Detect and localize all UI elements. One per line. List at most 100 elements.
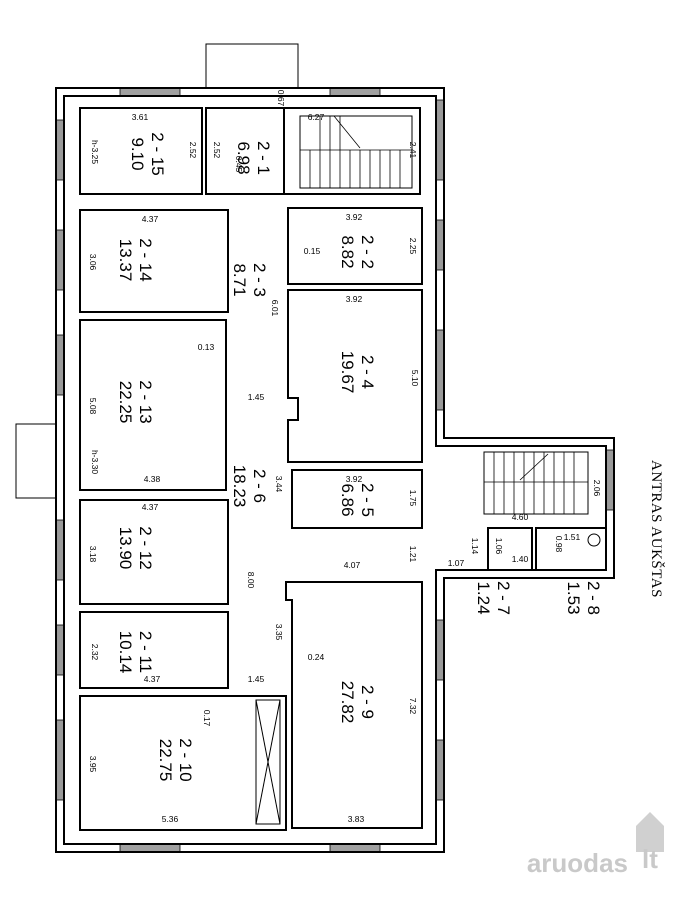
aruodas-watermark: aruodas lt [527, 812, 664, 878]
dimension: 1.21 [408, 546, 418, 563]
dimension: 5.10 [410, 370, 420, 387]
room-id: 2 - 11 [136, 631, 155, 673]
room-2-4: 2 - 4 19.67 [338, 351, 377, 394]
dimension: 0.15 [304, 246, 321, 256]
room-area: 8.71 [230, 263, 249, 296]
room-id: 2 - 8 [584, 581, 603, 615]
dimension: 3.92 [346, 294, 363, 304]
room-id: 2 - 15 [148, 132, 167, 175]
room-id: 2 - 1 [254, 141, 273, 175]
room-id: 2 - 6 [250, 469, 269, 503]
room-id: 2 - 9 [358, 685, 377, 719]
room-area: 13.90 [116, 527, 135, 570]
house-icon [636, 812, 664, 852]
dimension: 3.92 [346, 212, 363, 222]
dimension-labels: 3.61 2.52 h-3.25 2.52 0.45 6.27 0.67 2.4… [88, 90, 602, 824]
room-area: 27.82 [338, 681, 357, 724]
room-2-2: 2 - 2 8.82 [338, 235, 377, 269]
dimension: 8.00 [246, 572, 256, 589]
dimension: 1.75 [408, 490, 418, 507]
dimension: 2.52 [212, 142, 222, 159]
dimension: 4.37 [142, 502, 159, 512]
floor-title: ANTRAS AUKŠTAS [648, 460, 665, 598]
dimension: 0.45 [234, 156, 244, 173]
dimension: 7.32 [408, 698, 418, 715]
room-labels: 2 - 15 9.10 2 - 1 6.98 2 - 14 13.37 2 - … [116, 132, 603, 781]
room-area: 13.37 [116, 239, 135, 282]
room-area: 1.53 [564, 581, 583, 614]
dimension: 6.27 [308, 112, 325, 122]
dimension: 2.32 [90, 644, 100, 661]
dimension: 0.17 [202, 710, 212, 727]
dimension: 4.37 [144, 674, 161, 684]
dimension: 4.38 [144, 474, 161, 484]
room-2-10: 2 - 10 22.75 [156, 738, 195, 781]
room-id: 2 - 5 [358, 483, 377, 517]
room-2-14: 2 - 14 13.37 [116, 238, 155, 281]
room-2-15: 2 - 15 9.10 [128, 132, 167, 175]
dimension: 3.61 [132, 112, 149, 122]
room-id: 2 - 14 [136, 238, 155, 281]
room-id: 2 - 10 [176, 738, 195, 781]
room-2-1: 2 - 1 6.98 [234, 141, 273, 175]
room-id: 2 - 7 [494, 581, 513, 615]
room-2-7: 2 - 7 1.24 [474, 581, 513, 615]
dimension: 2.06 [592, 480, 602, 497]
dimension: 1.51 [564, 532, 581, 542]
outer-walls [15, 43, 615, 853]
dimension: 2.52 [188, 142, 198, 159]
dimension: 3.83 [348, 814, 365, 824]
interior-walls [79, 107, 607, 831]
dimension: 0.98 [554, 536, 564, 553]
room-id: 2 - 2 [358, 235, 377, 269]
room-2-5: 2 - 5 6.86 [338, 483, 377, 517]
dimension: 3.06 [88, 254, 98, 271]
dimension: 0.67 [276, 90, 286, 107]
dimension: 3.92 [346, 474, 363, 484]
dimension: 2.41 [408, 142, 418, 159]
room-id: 2 - 4 [358, 355, 377, 389]
room-id: 2 - 13 [136, 380, 155, 423]
dimension: 0.24 [308, 652, 325, 662]
room-2-13: 2 - 13 22.25 [116, 380, 155, 423]
dimension: 5.08 [88, 398, 98, 415]
room-2-6: 2 - 6 18.23 [230, 465, 269, 508]
room-area: 8.82 [338, 235, 357, 268]
dimension: 4.60 [512, 512, 529, 522]
dimension: 1.40 [512, 554, 529, 564]
dimension: 2.25 [408, 238, 418, 255]
dimension: 1.07 [448, 558, 465, 568]
dimension: 1.06 [494, 538, 504, 555]
dimension: 1.14 [470, 538, 480, 555]
room-2-12: 2 - 12 13.90 [116, 526, 155, 569]
dimension: 5.36 [162, 814, 179, 824]
room-area: 1.24 [474, 581, 493, 614]
room-2-11: 2 - 11 10.14 [116, 631, 155, 674]
room-area: 6.86 [338, 483, 357, 516]
dimension: h-3.25 [90, 140, 100, 164]
room-area: 22.25 [116, 381, 135, 424]
room-area: 9.10 [128, 137, 147, 170]
dimension: 1.45 [248, 674, 265, 684]
dimension: 4.37 [142, 214, 159, 224]
watermark-tld: lt [642, 844, 658, 874]
dimension: 3.44 [274, 476, 284, 493]
dimension: 3.18 [88, 546, 98, 563]
room-id: 2 - 3 [250, 263, 269, 297]
room-2-8: 2 - 8 1.53 [564, 581, 603, 615]
room-area: 10.14 [116, 631, 135, 674]
dimension: 3.35 [274, 624, 284, 641]
dimension: 1.45 [248, 392, 265, 402]
room-2-3: 2 - 3 8.71 [230, 263, 269, 297]
dimension: 0.13 [198, 342, 215, 352]
dimension: 4.07 [344, 560, 361, 570]
room-area: 22.75 [156, 739, 175, 782]
room-area: 19.67 [338, 351, 357, 394]
dimension: 3.95 [88, 756, 98, 773]
room-area: 6.98 [234, 141, 253, 174]
room-id: 2 - 12 [136, 526, 155, 569]
dimension: 6.01 [270, 300, 280, 317]
watermark-brand: aruodas [527, 848, 628, 878]
